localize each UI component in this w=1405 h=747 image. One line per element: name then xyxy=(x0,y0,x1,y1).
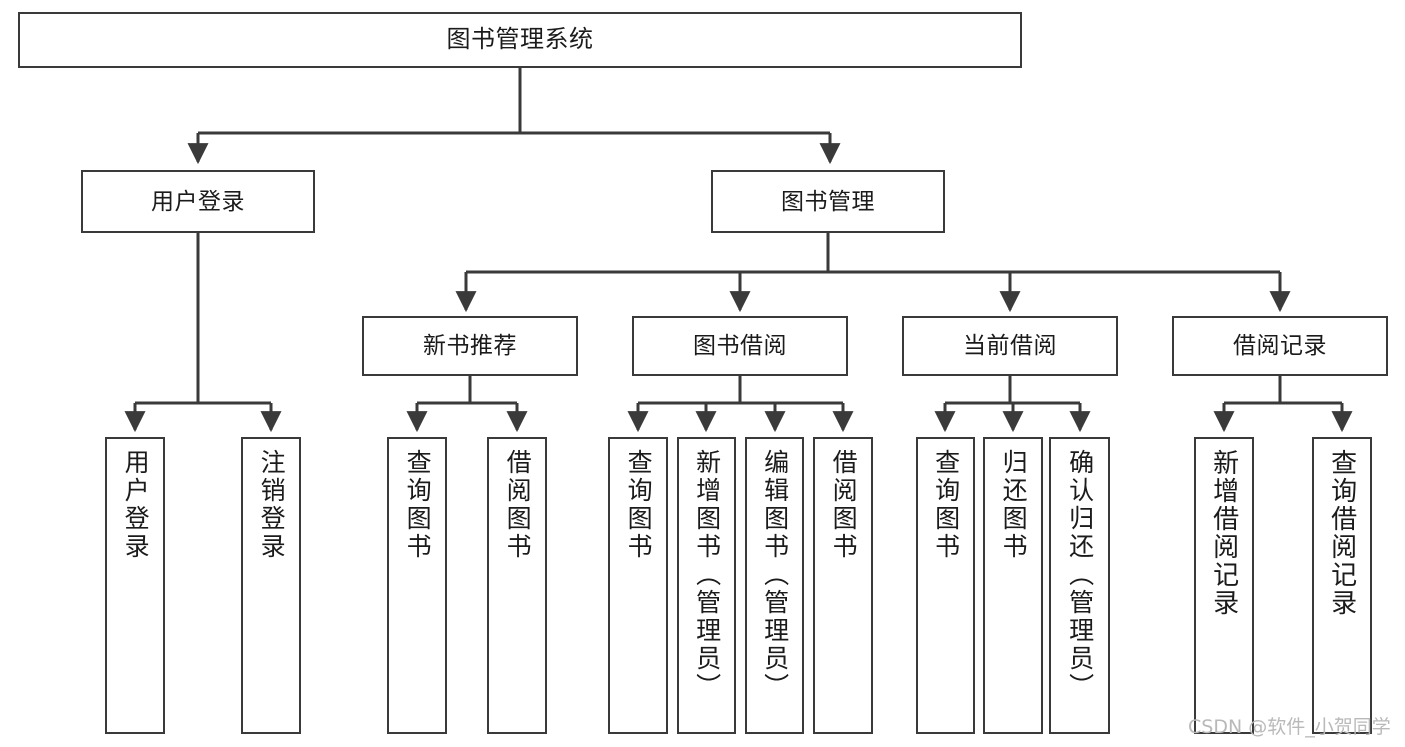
leaf-user-login[interactable]: 用户登录 xyxy=(105,437,165,734)
node-label: 图书管理 xyxy=(781,187,875,214)
leaf-query-book-recommend[interactable]: 查询图书 xyxy=(387,437,447,734)
node-label: 确认归还（管理员） xyxy=(1065,449,1094,701)
node-book-borrow[interactable]: 图书借阅 xyxy=(632,316,848,376)
leaf-borrow-book-recommend[interactable]: 借阅图书 xyxy=(487,437,547,734)
leaf-query-borrow-record[interactable]: 查询借阅记录 xyxy=(1312,437,1372,734)
node-label: 查询借阅记录 xyxy=(1327,449,1358,617)
leaf-confirm-return[interactable]: 确认归还（管理员） xyxy=(1049,437,1110,734)
node-label: 归还图书 xyxy=(999,449,1028,561)
leaf-edit-book[interactable]: 编辑图书（管理员） xyxy=(745,437,804,734)
node-label: 借阅图书 xyxy=(503,449,532,561)
node-label: 借阅图书 xyxy=(829,449,858,561)
node-label: 查询图书 xyxy=(931,449,960,561)
node-label: 注销登录 xyxy=(257,449,286,561)
leaf-add-book[interactable]: 新增图书（管理员） xyxy=(677,437,736,734)
node-label: 用户登录 xyxy=(121,449,150,561)
leaf-query-book-borrow[interactable]: 查询图书 xyxy=(608,437,668,734)
node-label: 图书借阅 xyxy=(693,332,787,359)
node-label: 用户登录 xyxy=(151,187,245,214)
node-label: 图书管理系统 xyxy=(446,25,594,53)
node-label: 当前借阅 xyxy=(963,332,1057,359)
node-label: 编辑图书（管理员） xyxy=(760,449,789,701)
node-label: 查询图书 xyxy=(624,449,653,561)
leaf-return-book[interactable]: 归还图书 xyxy=(983,437,1043,734)
node-user-login[interactable]: 用户登录 xyxy=(81,170,315,233)
node-new-book-recommend[interactable]: 新书推荐 xyxy=(362,316,578,376)
watermark-csdn: CSDN @软件_小贺同学 xyxy=(1188,716,1391,738)
node-book-management[interactable]: 图书管理 xyxy=(711,170,945,233)
node-borrow-record[interactable]: 借阅记录 xyxy=(1172,316,1388,376)
node-label: 借阅记录 xyxy=(1233,332,1327,359)
leaf-borrow-book[interactable]: 借阅图书 xyxy=(813,437,873,734)
node-label: 查询图书 xyxy=(403,449,432,561)
leaf-logout[interactable]: 注销登录 xyxy=(241,437,301,734)
node-label: 新书推荐 xyxy=(423,332,517,359)
node-root-system[interactable]: 图书管理系统 xyxy=(18,12,1022,68)
node-current-borrow[interactable]: 当前借阅 xyxy=(902,316,1118,376)
leaf-add-borrow-record[interactable]: 新增借阅记录 xyxy=(1194,437,1254,734)
leaf-query-book-current[interactable]: 查询图书 xyxy=(916,437,975,734)
node-label: 新增借阅记录 xyxy=(1209,449,1240,617)
node-label: 新增图书（管理员） xyxy=(692,449,721,701)
